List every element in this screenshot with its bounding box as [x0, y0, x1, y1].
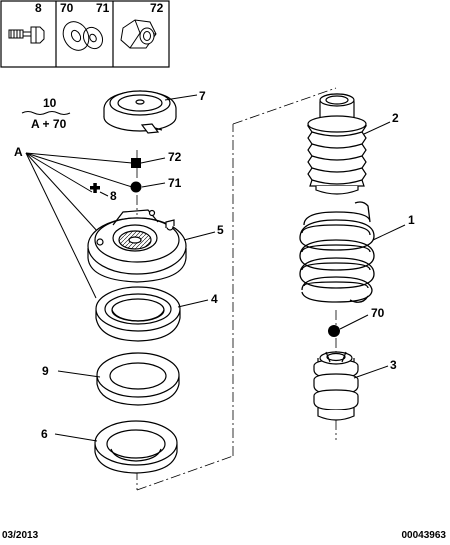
legend-label-70: 70 [60, 1, 74, 15]
legend-label-8: 8 [35, 1, 42, 15]
bolt-marker-cross [90, 183, 100, 193]
footer-reference-number: 00043963 [401, 530, 447, 541]
footer-date: 03/2013 [2, 530, 39, 541]
callout-a-leaders [25, 152, 133, 299]
callout-3: 3 [390, 358, 397, 372]
callout-70: 70 [371, 306, 385, 320]
spring-seat-ring [96, 352, 180, 406]
callout-4: 4 [211, 292, 218, 306]
callout-2: 2 [392, 111, 399, 125]
legend-label-72: 72 [150, 1, 164, 15]
dust-boot [306, 93, 368, 195]
coil-spring [299, 201, 375, 303]
hardware-legend: 8 70 71 72 [0, 0, 170, 68]
strut-bearing [95, 286, 181, 342]
callout-1: 1 [408, 213, 415, 227]
callout-7: 7 [199, 89, 206, 103]
nut-icon [120, 19, 157, 49]
nut-marker-square [131, 158, 141, 168]
washer-icon [62, 21, 90, 51]
flat-washer-icon [82, 26, 104, 50]
upper-mount-plate [87, 209, 187, 283]
kit-wave-divider [21, 111, 71, 115]
assembly-axis-lines [136, 87, 337, 491]
callout-6: 6 [41, 427, 48, 441]
washer-70-marker-dot [328, 325, 340, 337]
callout-8: 8 [110, 189, 117, 203]
washer-marker-dot [130, 181, 142, 193]
callout-72: 72 [168, 150, 182, 164]
callout-9: 9 [42, 364, 49, 378]
bolt-icon [8, 26, 45, 44]
callout-71: 71 [168, 176, 182, 190]
kit-label-a-plus-70: A + 70 [31, 117, 67, 131]
lower-spring-seat [94, 420, 178, 474]
bump-stop [313, 351, 359, 421]
callout-5: 5 [217, 223, 224, 237]
legend-label-71: 71 [96, 1, 110, 15]
top-mount-cap [103, 90, 177, 134]
callout-a: A [14, 145, 23, 159]
kit-label-10: 10 [43, 96, 57, 110]
kit-note: 10 A + 70 [21, 96, 71, 131]
